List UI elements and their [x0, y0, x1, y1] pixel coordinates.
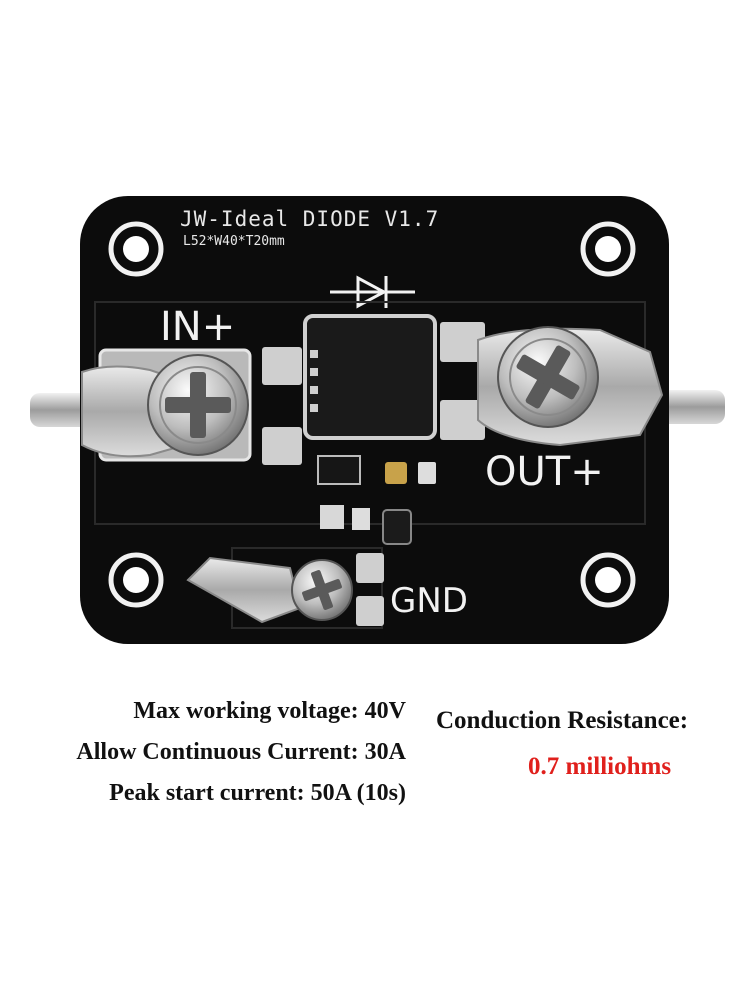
- screw-icon: [291, 559, 353, 621]
- terminal-gnd-label: GND: [390, 581, 468, 621]
- board-dimensions: L52*W40*T20mm: [183, 234, 285, 249]
- spec-peak-current: Peak start current: 50A (10s): [109, 780, 406, 806]
- mounting-hole-icon: [108, 221, 164, 277]
- mosfet-pins: [310, 350, 318, 412]
- spec-continuous-current: Allow Continuous Current: 30A: [76, 739, 406, 765]
- terminal-out-label: OUT+: [485, 449, 604, 495]
- board-title: JW-Ideal DIODE V1.7: [180, 207, 439, 231]
- mounting-hole-icon: [108, 552, 164, 608]
- mounting-hole-icon: [580, 221, 636, 277]
- spec-max-voltage: Max working voltage: 40V: [133, 698, 406, 724]
- resistance-value: 0.7 milliohms: [528, 753, 672, 780]
- smd-components: [317, 455, 436, 545]
- screw-icon: [497, 326, 599, 428]
- resistance-label: Conduction Resistance:: [436, 707, 689, 734]
- product-photo: JW-Ideal DIODE V1.7 L52*W40*T20mm IN+ OU…: [30, 196, 725, 644]
- terminal-in-label: IN+: [160, 304, 235, 350]
- ground-terminal: [186, 553, 384, 626]
- screw-icon: [147, 354, 249, 456]
- mosfet-chip: [303, 314, 437, 440]
- mounting-hole-icon: [580, 552, 636, 608]
